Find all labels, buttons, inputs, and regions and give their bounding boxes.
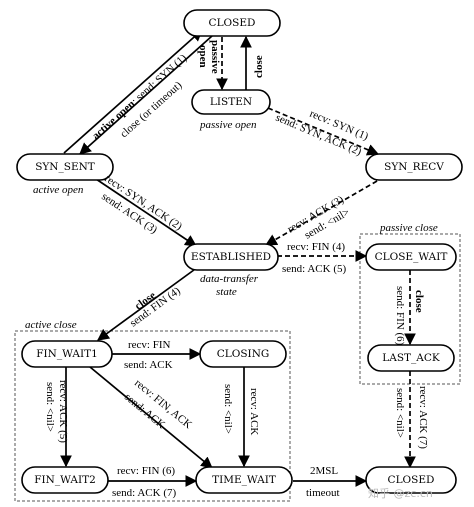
caption-passive-close: passive close bbox=[379, 222, 438, 234]
label-closewait-send: send: FIN (6) bbox=[394, 286, 406, 346]
state-label: CLOSE_WAIT bbox=[375, 251, 448, 263]
state-label: CLOSING bbox=[217, 348, 270, 360]
state-label: LAST_ACK bbox=[382, 352, 440, 364]
state-time-wait: TIME_WAIT bbox=[195, 466, 293, 494]
state-closed-top: CLOSED bbox=[183, 9, 281, 37]
label-passive: passive bbox=[209, 40, 221, 74]
state-last-ack: LAST_ACK bbox=[367, 344, 455, 372]
state-listen: LISTEN bbox=[191, 89, 271, 115]
state-syn-recv: SYN_RECV bbox=[365, 153, 463, 181]
state-fin-wait1: FIN_WAIT1 bbox=[21, 340, 113, 368]
label-fw1-recv: recv: FIN bbox=[128, 339, 171, 351]
state-label: SYN_RECV bbox=[384, 161, 444, 173]
state-established: ESTABLISHED bbox=[183, 243, 279, 271]
caption-active-open: active open bbox=[33, 184, 84, 196]
caption-state: state bbox=[216, 286, 237, 298]
arrow-closed-to-syn-sent bbox=[79, 35, 213, 155]
label-active-open: active open: send: SYN (1) bbox=[90, 52, 189, 142]
label-closewait-close: close bbox=[413, 290, 425, 313]
state-label: CLOSED bbox=[209, 17, 256, 29]
label-fw2-send: send: ACK (7) bbox=[112, 487, 177, 499]
label-lastack-recv: recv: ACK (7) bbox=[417, 386, 429, 449]
state-label: FIN_WAIT1 bbox=[36, 348, 98, 360]
label-est-send: send: ACK (5) bbox=[282, 263, 347, 275]
state-closed-bottom: CLOSED bbox=[365, 466, 457, 494]
state-label: CLOSED bbox=[388, 474, 435, 486]
label-lastack-send: send: <nil> bbox=[394, 388, 406, 438]
label-fw1-fw2-send: send: <nil> bbox=[44, 382, 56, 432]
arrow-listen-to-syn-recv bbox=[267, 107, 380, 156]
arrow-established-to-fin-wait1 bbox=[97, 266, 199, 341]
state-close-wait: CLOSE_WAIT bbox=[365, 243, 457, 271]
arrow-fin-wait1-to-time-wait bbox=[89, 366, 213, 469]
state-label: ESTABLISHED bbox=[191, 251, 271, 263]
label-timeout: timeout bbox=[306, 487, 340, 499]
label-closing-send: send: <nil> bbox=[222, 384, 234, 434]
label-fw1-fw2-recv: recv: ACK (5) bbox=[57, 380, 69, 443]
label-fw1-send: send: ACK bbox=[124, 359, 173, 371]
state-label: FIN_WAIT2 bbox=[34, 474, 96, 486]
state-fin-wait2: FIN_WAIT2 bbox=[21, 466, 109, 494]
caption-passive-open: passive open bbox=[199, 119, 257, 131]
label-close-listen: close bbox=[253, 55, 265, 78]
watermark: 知乎 @zc.cn bbox=[368, 486, 433, 500]
label-fw2-recv: recv: FIN (6) bbox=[117, 465, 175, 477]
active-close-box bbox=[14, 330, 291, 502]
label-est-recv: recv: FIN (4) bbox=[287, 241, 345, 253]
label-open: open bbox=[197, 45, 209, 68]
arrow-syn-sent-to-established bbox=[89, 174, 197, 247]
state-label: SYN_SENT bbox=[35, 161, 95, 173]
state-label: TIME_WAIT bbox=[212, 474, 276, 486]
state-label: LISTEN bbox=[210, 96, 252, 108]
caption-active-close: active close bbox=[25, 319, 77, 331]
arrow-syn-recv-to-established bbox=[264, 176, 385, 246]
state-syn-sent: SYN_SENT bbox=[16, 153, 114, 181]
caption-data-transfer: data-transfer bbox=[200, 273, 259, 285]
label-closing-recv: recv: ACK bbox=[248, 388, 260, 435]
label-2msl: 2MSL bbox=[310, 465, 338, 477]
state-closing: CLOSING bbox=[199, 340, 287, 368]
arrow-syn-sent-to-closed bbox=[63, 29, 203, 154]
